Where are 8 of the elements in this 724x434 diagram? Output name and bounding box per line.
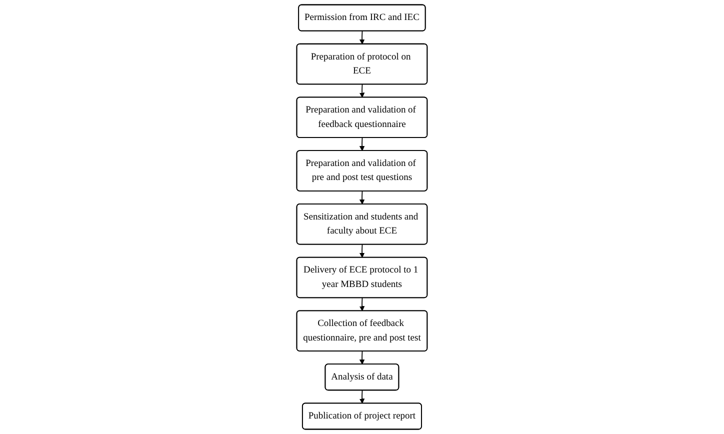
arrow (359, 297, 365, 312)
arrow (359, 350, 365, 365)
arrow (359, 244, 365, 258)
arrow (359, 137, 365, 152)
arrow (359, 30, 365, 44)
arrow (359, 190, 365, 204)
arrow (359, 390, 365, 404)
arrow (359, 84, 365, 98)
